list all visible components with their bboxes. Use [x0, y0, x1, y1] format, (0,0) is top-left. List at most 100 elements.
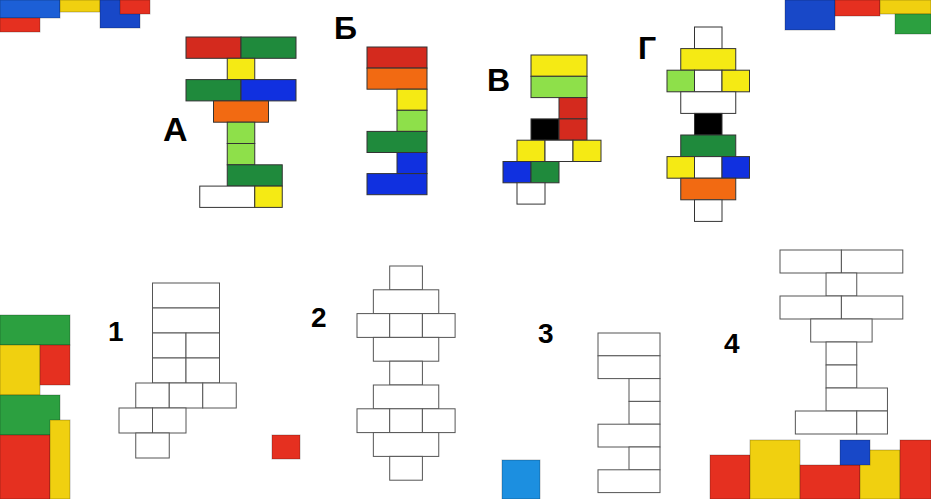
empty-brick [422, 314, 455, 338]
toy-brick [502, 460, 540, 499]
empty-brick [390, 456, 423, 480]
lego-brick [695, 157, 723, 179]
lego-brick [531, 162, 559, 183]
toy-brick [0, 18, 40, 32]
empty-brick [390, 314, 423, 338]
lego-brick [503, 162, 531, 183]
empty-brick [826, 273, 857, 296]
lego-brick [722, 157, 750, 179]
toy-brick [40, 345, 70, 385]
lego-brick [200, 186, 255, 207]
lego-brick [531, 76, 587, 97]
figure-letter: Г [638, 32, 656, 64]
lego-brick [227, 122, 255, 143]
empty-brick [795, 411, 856, 434]
empty-brick [857, 411, 888, 434]
lego-brick [227, 165, 282, 186]
empty-brick [598, 424, 660, 447]
empty-brick [357, 314, 390, 338]
empty-brick [136, 383, 170, 408]
empty-brick [373, 433, 438, 457]
empty-brick [186, 358, 220, 383]
lego-brick [397, 110, 427, 131]
toy-brick [800, 465, 860, 499]
toy-brick [50, 420, 70, 499]
empty-brick [203, 383, 237, 408]
toy-brick [0, 435, 50, 499]
empty-brick [811, 319, 872, 342]
brick-figure [186, 37, 296, 207]
lego-brick [531, 55, 587, 76]
lego-brick [681, 178, 736, 200]
lego-brick [367, 131, 427, 152]
empty-brick [841, 250, 902, 273]
lego-brick [186, 37, 241, 58]
lego-brick [695, 27, 723, 49]
lego-brick [241, 37, 296, 58]
empty-brick [153, 408, 187, 433]
lego-brick [681, 92, 736, 114]
empty-brick [598, 333, 660, 356]
lego-brick [559, 119, 587, 140]
lego-brick [722, 70, 750, 92]
empty-brick [780, 250, 841, 273]
empty-brick [780, 296, 841, 319]
toy-brick [272, 435, 300, 459]
lego-brick [573, 140, 601, 161]
empty-brick [153, 308, 220, 333]
lego-brick [367, 174, 427, 195]
lego-brick [695, 70, 723, 92]
lego-brick [517, 140, 545, 161]
empty-brick [153, 358, 187, 383]
outline-number: 1 [108, 318, 124, 346]
lego-brick [667, 157, 695, 179]
toy-brick [840, 440, 870, 465]
empty-brick [826, 365, 857, 388]
brick-figure [367, 47, 427, 195]
lego-brick [695, 200, 723, 222]
empty-brick [826, 388, 887, 411]
lego-brick [255, 186, 283, 207]
empty-brick [373, 337, 438, 361]
outline-number: 2 [311, 304, 327, 332]
toy-brick [120, 0, 150, 14]
empty-brick [153, 333, 187, 358]
toy-brick [880, 0, 931, 14]
lego-brick [681, 135, 736, 157]
empty-brick [373, 385, 438, 409]
lego-brick [531, 119, 559, 140]
lego-brick [695, 113, 723, 135]
toy-brick [900, 440, 931, 499]
outline-figure [357, 266, 455, 480]
empty-brick [629, 379, 660, 402]
brick-figure [503, 55, 601, 204]
outline-number: 4 [724, 330, 740, 358]
empty-brick [373, 290, 438, 314]
lego-brick [186, 80, 241, 101]
lego-brick [227, 144, 255, 165]
empty-brick [629, 401, 660, 424]
toy-brick [895, 14, 931, 34]
lego-brick [517, 183, 545, 204]
lego-brick [545, 140, 573, 161]
lego-brick [227, 58, 255, 79]
empty-brick [629, 447, 660, 470]
empty-brick [390, 361, 423, 385]
empty-brick [390, 266, 423, 290]
toy-brick [0, 0, 60, 18]
outline-figure [119, 283, 236, 458]
toy-brick [0, 315, 70, 345]
empty-brick [598, 356, 660, 379]
figure-letter: А [163, 112, 188, 146]
lego-brick [667, 70, 695, 92]
lego-brick [681, 49, 736, 71]
toy-brick [750, 440, 800, 499]
empty-brick [357, 409, 390, 433]
empty-brick [169, 383, 203, 408]
lego-brick [559, 98, 587, 119]
empty-brick [598, 470, 660, 493]
lego-brick [241, 80, 296, 101]
